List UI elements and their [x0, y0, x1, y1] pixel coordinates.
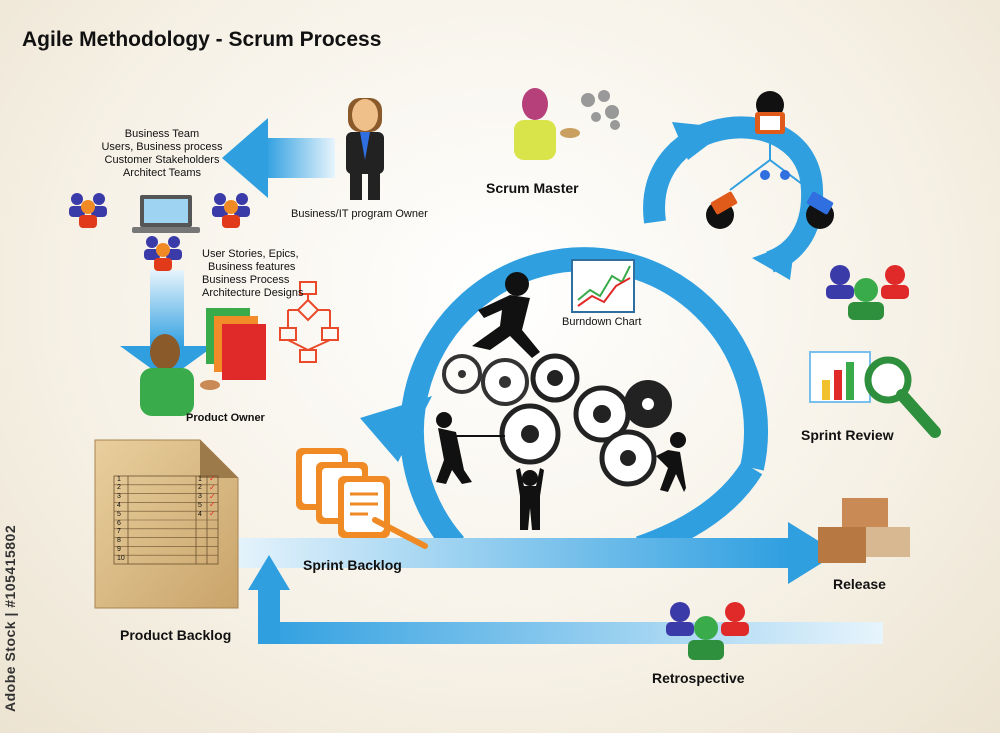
product-backlog-document [94, 439, 239, 609]
backlog-priority-number: 4 [198, 510, 202, 518]
backlog-row-number: 1 [117, 475, 121, 483]
backlog-priority-number: 5 [198, 501, 202, 509]
sprint-cycle-arrow [360, 247, 768, 560]
team-network [706, 91, 834, 229]
runner-figure [472, 272, 540, 358]
scrum-master-label: Scrum Master [486, 180, 579, 196]
requirements-line: Business features [208, 261, 296, 273]
stakeholder-line: Business Team [124, 128, 200, 140]
backlog-row-number: 5 [117, 510, 121, 518]
backlog-priority-number: 3 [198, 493, 202, 501]
program-owner-figure [346, 98, 384, 200]
backlog-row-number: 8 [117, 537, 121, 545]
backlog-check-icon: ✓ [209, 500, 216, 510]
backlog-row-number: 6 [117, 519, 121, 527]
backlog-check-icon: ✓ [209, 491, 216, 501]
backlog-check-icon: ✓ [209, 482, 216, 492]
review-team [826, 265, 909, 320]
requirements-list: User Stories, Epics, Business features B… [202, 248, 304, 300]
backlog-row-number: 3 [117, 493, 121, 501]
sprint-review-label: Sprint Review [801, 427, 894, 443]
product-backlog-label: Product Backlog [120, 627, 232, 643]
scrum-master-figure [514, 88, 620, 160]
burndown-chart-icon [571, 259, 635, 313]
requirements-line: Architecture Designs [202, 287, 304, 299]
backlog-priority-number: 2 [198, 484, 202, 492]
backlog-row-number: 2 [117, 484, 121, 492]
daily-cycle-arrow [643, 116, 824, 280]
sprint-backlog-icon [296, 448, 428, 549]
requirements-line: User Stories, Epics, [202, 248, 299, 260]
release-label: Release [833, 576, 886, 592]
page-title: Agile Methodology - Scrum Process [22, 28, 382, 51]
stock-id-text: Adobe Stock | #105415802 [2, 524, 18, 712]
flowchart-icon [279, 281, 339, 363]
team-lifting-figure [516, 468, 544, 530]
backlog-row-number: 4 [117, 501, 121, 509]
requirements-docs [206, 308, 266, 380]
stakeholder-line: Users, Business process [101, 141, 223, 153]
requirements-line: Business Process [202, 274, 290, 286]
stakeholder-arrow [222, 118, 335, 198]
release-boxes [818, 498, 910, 563]
stakeholder-line: Customer Stakeholders [104, 154, 220, 166]
release-arrow [230, 522, 838, 584]
team-pushing-figure [656, 432, 686, 492]
product-owner-figure [140, 334, 220, 416]
gear-cluster [442, 353, 672, 487]
review-chart-icon [809, 351, 941, 438]
burndown-chart-label: Burndown Chart [562, 316, 642, 328]
stakeholders-list: Business Team Users, Business process Cu… [92, 128, 232, 180]
backlog-row-number: 10 [117, 554, 125, 562]
backlog-check-icon: ✓ [209, 474, 216, 483]
retrospective-label: Retrospective [652, 670, 745, 686]
backlog-row-number: 9 [117, 545, 121, 553]
sprint-backlog-label: Sprint Backlog [303, 557, 402, 573]
backlog-row-number: 7 [117, 528, 121, 536]
stakeholder-group [69, 193, 250, 271]
program-owner-label: Business/IT program Owner [291, 208, 428, 220]
retrospective-team [666, 602, 749, 660]
product-owner-label: Product Owner [186, 412, 265, 424]
stakeholder-line: Architect Teams [122, 167, 202, 179]
backlog-check-icon: ✓ [209, 509, 216, 519]
backlog-priority-number: 1 [198, 475, 202, 483]
team-pulling-figure [436, 412, 505, 484]
